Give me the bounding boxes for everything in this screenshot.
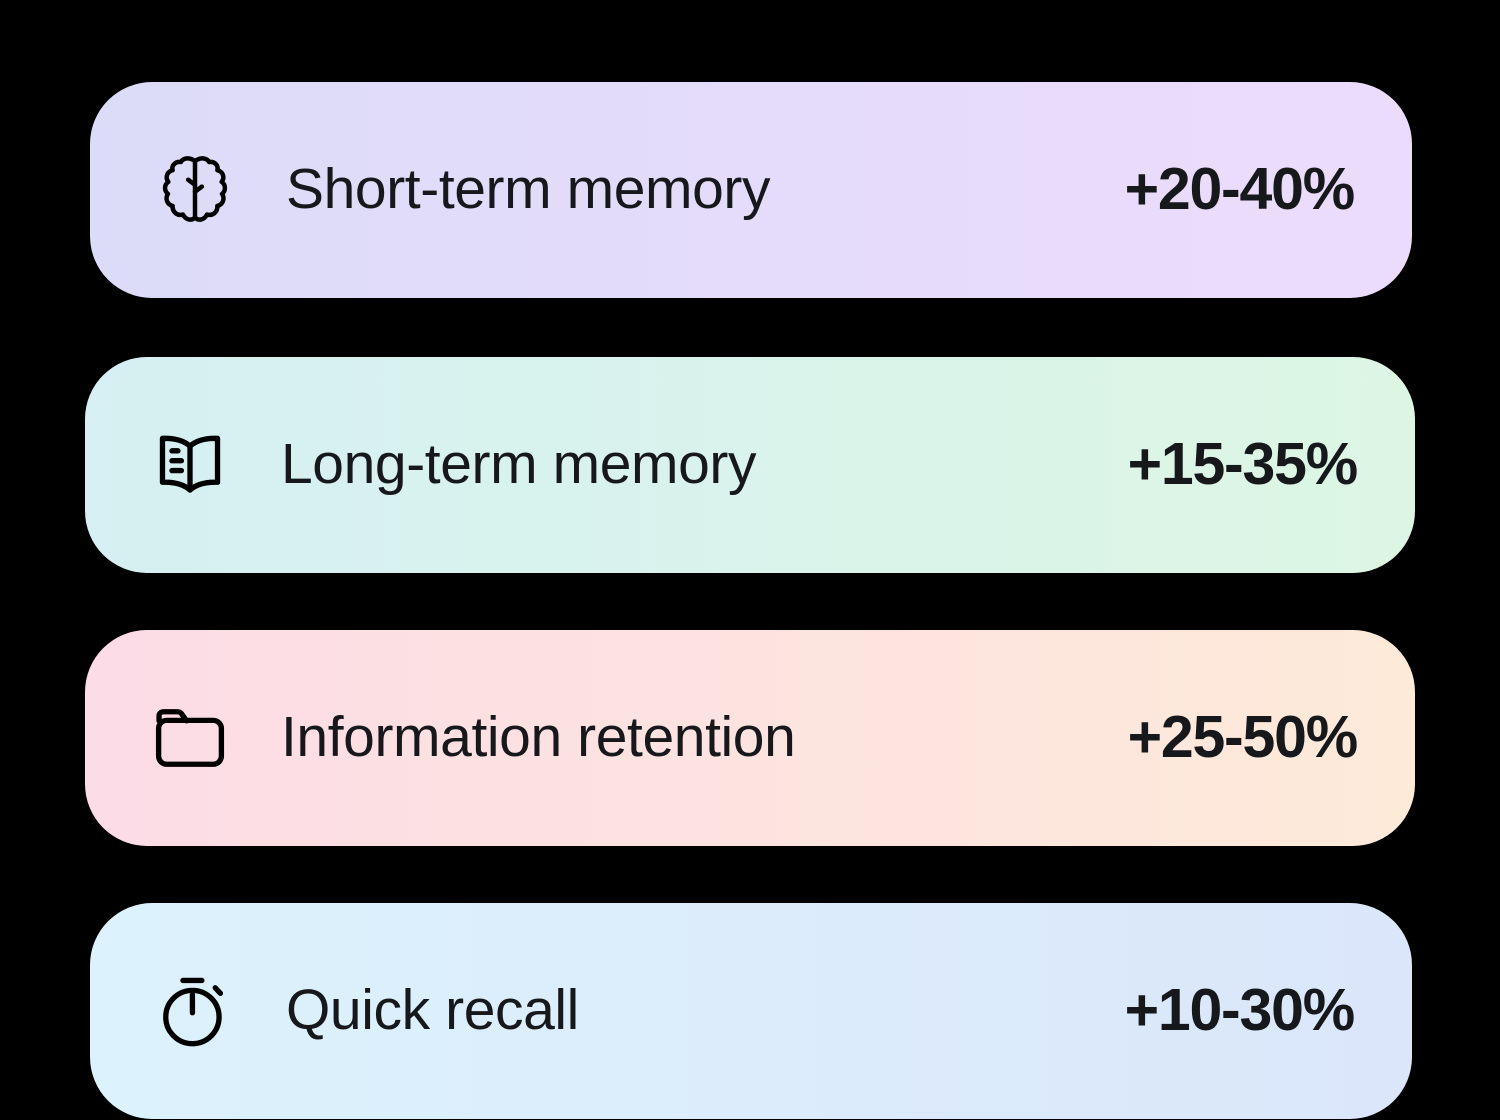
benefit-value: +15-35% xyxy=(1127,431,1359,498)
benefit-value: +10-30% xyxy=(1124,977,1356,1044)
open-book-icon xyxy=(147,422,233,508)
benefit-value: +20-40% xyxy=(1124,156,1356,223)
benefit-label: Long-term memory xyxy=(281,432,757,497)
stopwatch-icon xyxy=(152,968,238,1054)
benefit-value: +25-50% xyxy=(1127,704,1359,771)
benefit-card-short-term-memory[interactable]: Short-term memory +20-40% xyxy=(90,82,1412,298)
benefit-card-quick-recall[interactable]: Quick recall +10-30% xyxy=(90,903,1412,1119)
folder-icon xyxy=(147,695,233,781)
benefit-card-information-retention[interactable]: Information retention +25-50% xyxy=(85,630,1415,846)
benefit-card-long-term-memory[interactable]: Long-term memory +15-35% xyxy=(85,357,1415,573)
benefit-label: Information retention xyxy=(281,705,796,770)
brain-icon xyxy=(152,147,238,233)
benefit-label: Short-term memory xyxy=(286,157,771,222)
benefit-label: Quick recall xyxy=(286,978,579,1043)
